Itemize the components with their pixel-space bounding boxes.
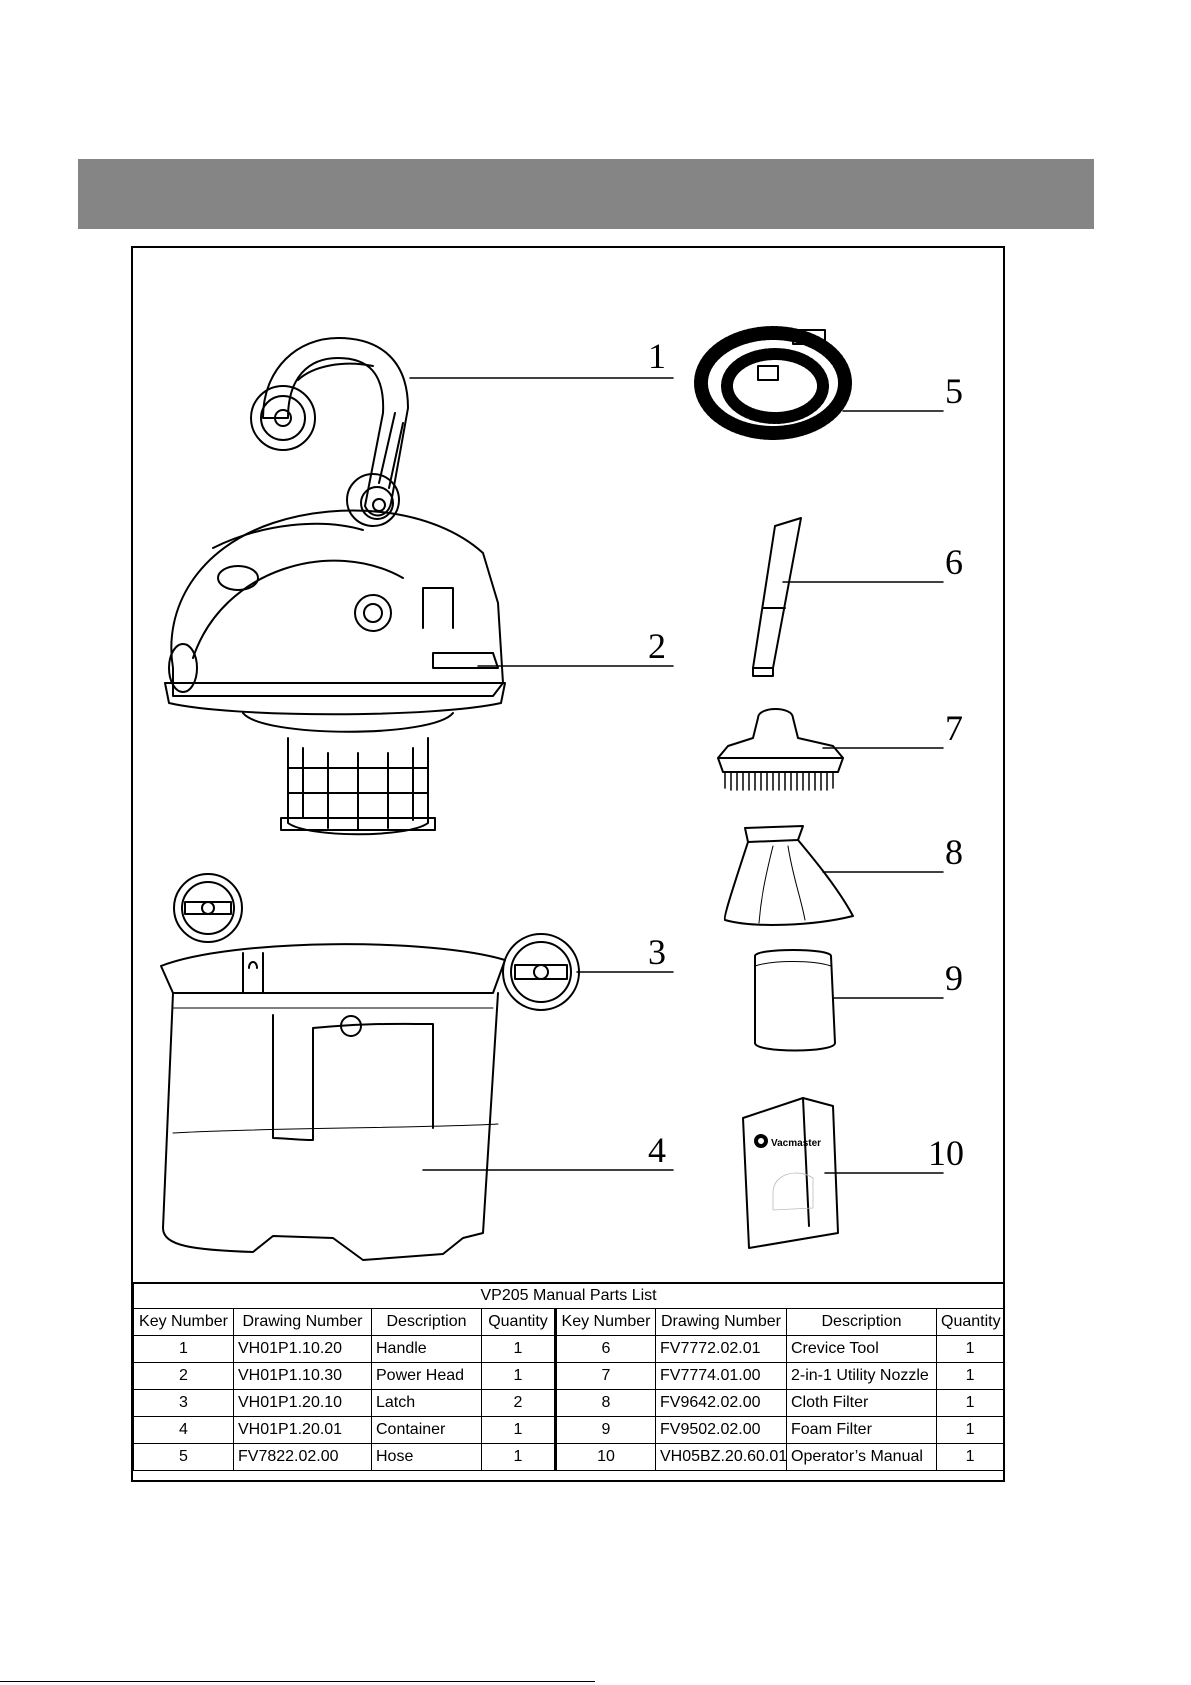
crevice-tool-drawing: [752, 517, 802, 677]
drawing-number-cell: VH01P1.10.20: [233, 1335, 372, 1363]
key-number-cell: 2: [133, 1362, 234, 1390]
quantity-cell: 1: [935, 1362, 1005, 1390]
callout-6: 6: [945, 542, 963, 582]
description-cell: 2-in-1 Utility Nozzle: [786, 1362, 937, 1390]
quantity-cell: 2: [481, 1389, 556, 1417]
description-cell: Hose: [371, 1443, 482, 1471]
header-cell: Key Number: [133, 1308, 234, 1336]
drawing-number-cell: FV7772.02.01: [655, 1335, 787, 1363]
table-row: 4 VH01P1.20.01 Container 1 9 FV9502.02.0…: [133, 1416, 1005, 1444]
quantity-cell: 1: [481, 1416, 556, 1444]
quantity-cell: 1: [481, 1362, 556, 1390]
callout-9: 9: [945, 958, 963, 998]
callout-3: 3: [648, 932, 666, 972]
header-cell: Key Number: [554, 1308, 656, 1336]
header-cell: Quantity: [935, 1308, 1005, 1336]
header-cell: Description: [786, 1308, 937, 1336]
key-number-cell: 3: [133, 1389, 234, 1417]
description-cell: Handle: [371, 1335, 482, 1363]
quantity-cell: 1: [481, 1443, 556, 1471]
key-number-cell: 6: [554, 1335, 656, 1363]
callout-2: 2: [648, 626, 666, 666]
quantity-cell: 1: [935, 1335, 1005, 1363]
drawing-number-cell: VH05BZ.20.60.01: [655, 1443, 787, 1471]
parts-list-table: VP205 Manual Parts List Key Number Drawi…: [132, 1282, 1005, 1471]
callout-8: 8: [945, 832, 963, 872]
operators-manual-drawing: [742, 1097, 839, 1249]
callout-1: 1: [648, 336, 666, 376]
callout-4: 4: [648, 1130, 666, 1170]
description-cell: Container: [371, 1416, 482, 1444]
quantity-cell: 1: [481, 1335, 556, 1363]
utility-nozzle-drawing: [717, 708, 844, 791]
table-header-row: Key Number Drawing Number Description Qu…: [133, 1308, 1005, 1336]
quantity-cell: 1: [935, 1443, 1005, 1471]
table-row: 5 FV7822.02.00 Hose 1 10 VH05BZ.20.60.01…: [133, 1443, 1005, 1471]
latch-drawing: [173, 873, 580, 1011]
exploded-parts-illustration: Vacmaster: [160, 326, 944, 1261]
manual-brand-label: Vacmaster: [771, 1138, 821, 1149]
description-cell: Latch: [371, 1389, 482, 1417]
callout-5: 5: [945, 371, 963, 411]
section-header-bar: [78, 159, 1094, 229]
key-number-cell: 10: [554, 1443, 656, 1471]
drawing-number-cell: VH01P1.20.10: [233, 1389, 372, 1417]
key-number-cell: 8: [554, 1389, 656, 1417]
header-cell: Quantity: [481, 1308, 556, 1336]
quantity-cell: 1: [935, 1416, 1005, 1444]
footer-rule: [0, 1681, 595, 1682]
parts-list-title: VP205 Manual Parts List: [132, 1282, 1005, 1309]
header-cell: Description: [371, 1308, 482, 1336]
header-cell: Drawing Number: [233, 1308, 372, 1336]
description-cell: Crevice Tool: [786, 1335, 937, 1363]
quantity-cell: 1: [935, 1389, 1005, 1417]
drawing-number-cell: VH01P1.20.01: [233, 1416, 372, 1444]
key-number-cell: 1: [133, 1335, 234, 1363]
drawing-number-cell: VH01P1.10.30: [233, 1362, 372, 1390]
foam-filter-drawing: [754, 949, 836, 1052]
table-row: 1 VH01P1.10.20 Handle 1 6 FV7772.02.01 C…: [133, 1335, 1005, 1363]
drawing-number-cell: FV7774.01.00: [655, 1362, 787, 1390]
key-number-cell: 5: [133, 1443, 234, 1471]
header-cell: Drawing Number: [655, 1308, 787, 1336]
description-cell: Operator’s Manual: [786, 1443, 937, 1471]
callout-10: 10: [928, 1133, 964, 1173]
drawing-number-cell: FV9642.02.00: [655, 1389, 787, 1417]
key-number-cell: 7: [554, 1362, 656, 1390]
cloth-filter-drawing: [723, 825, 854, 926]
drawing-number-cell: FV9502.02.00: [655, 1416, 787, 1444]
parts-diagram-frame: Vacmaster 1 5 6 2 7 8 3 9 4 10 VP205 Man…: [131, 246, 1005, 1482]
description-cell: Cloth Filter: [786, 1389, 937, 1417]
table-row: 2 VH01P1.10.30 Power Head 1 7 FV7774.01.…: [133, 1362, 1005, 1390]
key-number-cell: 4: [133, 1416, 234, 1444]
key-number-cell: 9: [554, 1416, 656, 1444]
container-drawing: [160, 943, 506, 1261]
description-cell: Power Head: [371, 1362, 482, 1390]
power-head-drawing: [164, 509, 506, 836]
hose-drawing: [694, 326, 852, 440]
table-row: 3 VH01P1.20.10 Latch 2 8 FV9642.02.00 Cl…: [133, 1389, 1005, 1417]
callout-7: 7: [945, 708, 963, 748]
handle-drawing: [250, 337, 409, 527]
drawing-number-cell: FV7822.02.00: [233, 1443, 372, 1471]
description-cell: Foam Filter: [786, 1416, 937, 1444]
